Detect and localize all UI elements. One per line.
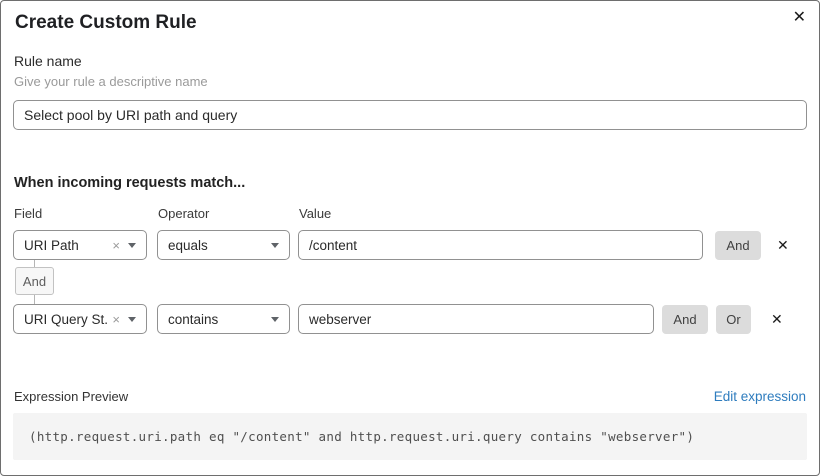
close-icon[interactable]: ✕ [789, 6, 810, 30]
chevron-down-icon [271, 316, 279, 322]
chevron-down-icon [128, 316, 136, 322]
operator-select[interactable]: equals [157, 230, 290, 260]
condition-connector: And [13, 260, 819, 304]
condition-column-labels: Field Operator Value [14, 206, 819, 221]
value-input[interactable] [298, 230, 703, 260]
condition-row: URI Query St... × contains And Or ✕ [13, 304, 807, 334]
chevron-down-icon [128, 242, 136, 248]
edit-expression-link[interactable]: Edit expression [713, 389, 806, 404]
add-and-condition-button[interactable]: And [662, 304, 708, 334]
field-select-value: URI Path [24, 237, 79, 253]
field-select-value: URI Query St... [24, 311, 109, 327]
rule-name-label: Rule name [14, 53, 82, 69]
operator-select-value: equals [168, 237, 208, 253]
connector-and-badge: And [15, 267, 54, 295]
condition-row: URI Path × equals And ✕ [13, 230, 807, 260]
field-column-label: Field [14, 206, 43, 221]
expression-code-block: (http.request.uri.path eq "/content" and… [13, 413, 807, 460]
operator-column-label: Operator [158, 206, 210, 221]
delete-condition-icon[interactable]: ✕ [771, 311, 783, 327]
clear-icon[interactable]: × [112, 237, 120, 253]
field-select[interactable]: URI Path × [13, 230, 147, 260]
operator-select[interactable]: contains [157, 304, 290, 334]
add-and-condition-button[interactable]: And [715, 230, 761, 260]
rule-name-description: Give your rule a descriptive name [14, 74, 208, 89]
value-column-label: Value [299, 206, 332, 221]
value-input[interactable] [298, 304, 654, 334]
expression-preview-label: Expression Preview [14, 389, 129, 404]
field-select[interactable]: URI Query St... × [13, 304, 147, 334]
dialog-title: Create Custom Rule [15, 12, 197, 33]
delete-condition-icon[interactable]: ✕ [777, 237, 789, 253]
expression-preview-header: Expression Preview Edit expression [14, 389, 806, 405]
match-section-heading: When incoming requests match... [14, 175, 246, 191]
operator-select-value: contains [168, 311, 219, 327]
add-or-condition-button[interactable]: Or [716, 304, 751, 334]
chevron-down-icon [271, 242, 279, 248]
rule-name-input[interactable] [13, 100, 807, 130]
clear-icon[interactable]: × [112, 311, 120, 327]
